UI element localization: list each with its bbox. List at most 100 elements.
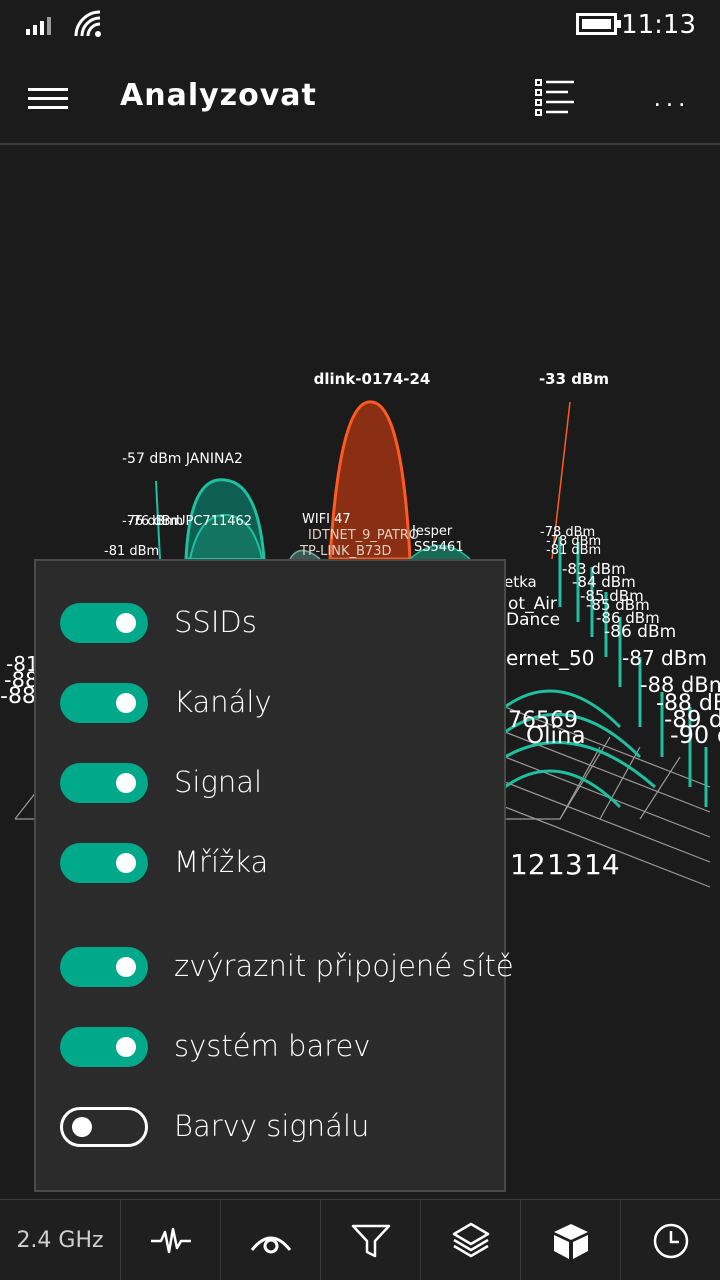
- toggle-row-signal: Signal: [60, 763, 500, 807]
- pulse-button[interactable]: [121, 1200, 221, 1280]
- ssids-toggle-label: SSIDs: [174, 605, 257, 639]
- channel-tick-12: 12: [510, 848, 546, 881]
- page-title: Analyzovat: [120, 78, 317, 113]
- d89-label: -89 dBm: [664, 707, 720, 733]
- wifi-channel-chart: dlink-0174-24 -33 dBm -57 dBm JANINA2 -7…: [0, 147, 720, 1197]
- toggle-row-ssids: SSIDs: [60, 603, 500, 647]
- chart-labels: dlink-0174-24 -33 dBm -57 dBm JANINA2 -7…: [0, 370, 720, 749]
- hamburger-icon[interactable]: [20, 78, 76, 118]
- toggle-row-highlight-connected: zvýraznit připojené sítě: [60, 947, 514, 991]
- peak-ssid-label: dlink-0174-24: [314, 370, 431, 388]
- list-view-icon[interactable]: [528, 72, 580, 122]
- toggle-row-grid: Mřížka: [60, 843, 500, 887]
- ernet50-label: ernet_50: [506, 646, 594, 670]
- color-system-toggle[interactable]: [60, 1027, 148, 1067]
- eye-button[interactable]: [221, 1200, 321, 1280]
- janina-label: -57 dBm JANINA2: [122, 451, 243, 467]
- toggle-row-signal-colors: Barvy signálu: [60, 1107, 500, 1151]
- status-bar: 11:13: [0, 0, 720, 50]
- n76569-label: 76569: [508, 708, 578, 733]
- toggle-knob: [116, 1037, 136, 1057]
- janina-stem: [155, 480, 161, 560]
- layers-icon: [452, 1222, 489, 1257]
- grid-toggle[interactable]: [60, 843, 148, 883]
- jesper-label: Jesper: [411, 524, 453, 539]
- filter-button[interactable]: [321, 1200, 421, 1280]
- d85b-label: -85 dBm: [586, 596, 650, 614]
- dlink-peak-curve: [328, 400, 412, 561]
- toggle-knob: [72, 1117, 92, 1137]
- more-icon[interactable]: ...: [653, 82, 691, 112]
- toggle-row-color-system: systém barev: [60, 1027, 500, 1071]
- band-label: 2.4 GHz: [16, 1228, 104, 1253]
- toggle-knob: [116, 693, 136, 713]
- tplink-label: TP-LINK_B73D: [299, 544, 391, 559]
- app-header: Analyzovat ...: [0, 50, 720, 145]
- signal-colors-toggle-label: Barvy signálu: [174, 1109, 370, 1143]
- channel-graph-canvas: dlink-0174-24 -33 dBm -57 dBm JANINA2 -7…: [0, 370, 720, 888]
- d78-label: -78 dBm: [540, 525, 595, 540]
- peak-marker-line: [551, 401, 571, 560]
- ssids-toggle[interactable]: [60, 603, 148, 643]
- grid-toggle-label: Mřížka: [174, 845, 269, 879]
- signal-toggle-label: Signal: [174, 765, 263, 799]
- d84-label: -84 dBm: [572, 573, 636, 591]
- history-button[interactable]: [621, 1200, 720, 1280]
- layers-button[interactable]: [421, 1200, 521, 1280]
- channel-tick-13: 13: [547, 848, 583, 881]
- channels-toggle-label: Kanály: [174, 685, 272, 719]
- display-settings-flyout: SSIDs Kanály Signal Mřížka zvýraznit při…: [34, 559, 514, 1192]
- d86b-label: -86 dBm: [604, 622, 676, 642]
- wifi47-label: WIFI 47: [302, 512, 351, 527]
- d87-label: -87 dBm: [622, 646, 707, 670]
- green-signal-arcs: [504, 689, 656, 809]
- small-curve-b: [409, 544, 471, 560]
- toggle-row-channels: Kanály: [60, 683, 500, 727]
- channels-toggle[interactable]: [60, 683, 148, 723]
- left-label-b: -88: [4, 668, 38, 692]
- olina-label: Olina: [526, 723, 586, 749]
- eye-icon: [250, 1236, 291, 1253]
- d78b-label: -78 dBm: [546, 534, 601, 549]
- toggle-knob: [116, 773, 136, 793]
- color-system-toggle-label: systém barev: [174, 1029, 371, 1063]
- band-selector-button[interactable]: 2.4 GHz: [0, 1200, 121, 1280]
- left-label-a: -81: [6, 652, 39, 676]
- wifi-icon: [74, 10, 101, 37]
- toggle-knob: [116, 853, 136, 873]
- r81a-label: -81 dBm: [104, 544, 159, 559]
- signal-colors-toggle[interactable]: [60, 1107, 148, 1147]
- d83-label: -83 dBm: [562, 560, 626, 578]
- battery-icon: [576, 13, 621, 35]
- toggle-knob: [116, 957, 136, 977]
- d85-label: -85 dBm: [580, 587, 644, 605]
- toggle-knob: [116, 613, 136, 633]
- ss5461-label: SS5461: [414, 540, 464, 555]
- upc-label: UPC711462: [176, 514, 252, 529]
- d90-label: -90 dB: [670, 721, 720, 749]
- highlight-connected-toggle[interactable]: [60, 947, 148, 987]
- highlight-connected-toggle-label: zvýraznit připojené sítě: [174, 949, 514, 983]
- dance-label: Dance: [506, 610, 560, 630]
- filter-icon: [351, 1224, 390, 1257]
- signal-toggle[interactable]: [60, 763, 148, 803]
- idtnet-label: IDTNET_9_PATRO: [308, 528, 419, 543]
- peak-dbm-label: -33 dBm: [539, 370, 609, 388]
- etka-label: etka: [504, 573, 537, 591]
- janina-inner-dome: [188, 513, 264, 560]
- bottom-app-bar: 2.4 GHz: [0, 1199, 720, 1280]
- status-time: 11:13: [621, 10, 696, 40]
- d88a-label: -88 dBm: [640, 673, 720, 697]
- pulse-icon: [150, 1227, 191, 1253]
- channel-axis: 12 13 14: [510, 848, 620, 881]
- cellular-signal-icon: [26, 17, 51, 35]
- small-curve-a: [289, 549, 321, 560]
- channel-tick-14: 14: [584, 848, 620, 881]
- clock-icon: [653, 1223, 689, 1258]
- cube-button[interactable]: [521, 1200, 621, 1280]
- cube-icon: [553, 1223, 588, 1259]
- hot-air-label: ot_Air: [508, 594, 557, 614]
- d88b-label: -88 dBm: [656, 691, 720, 716]
- upc-dbm-label-b: -76 dBm: [122, 514, 177, 529]
- signal-stems: [558, 537, 708, 807]
